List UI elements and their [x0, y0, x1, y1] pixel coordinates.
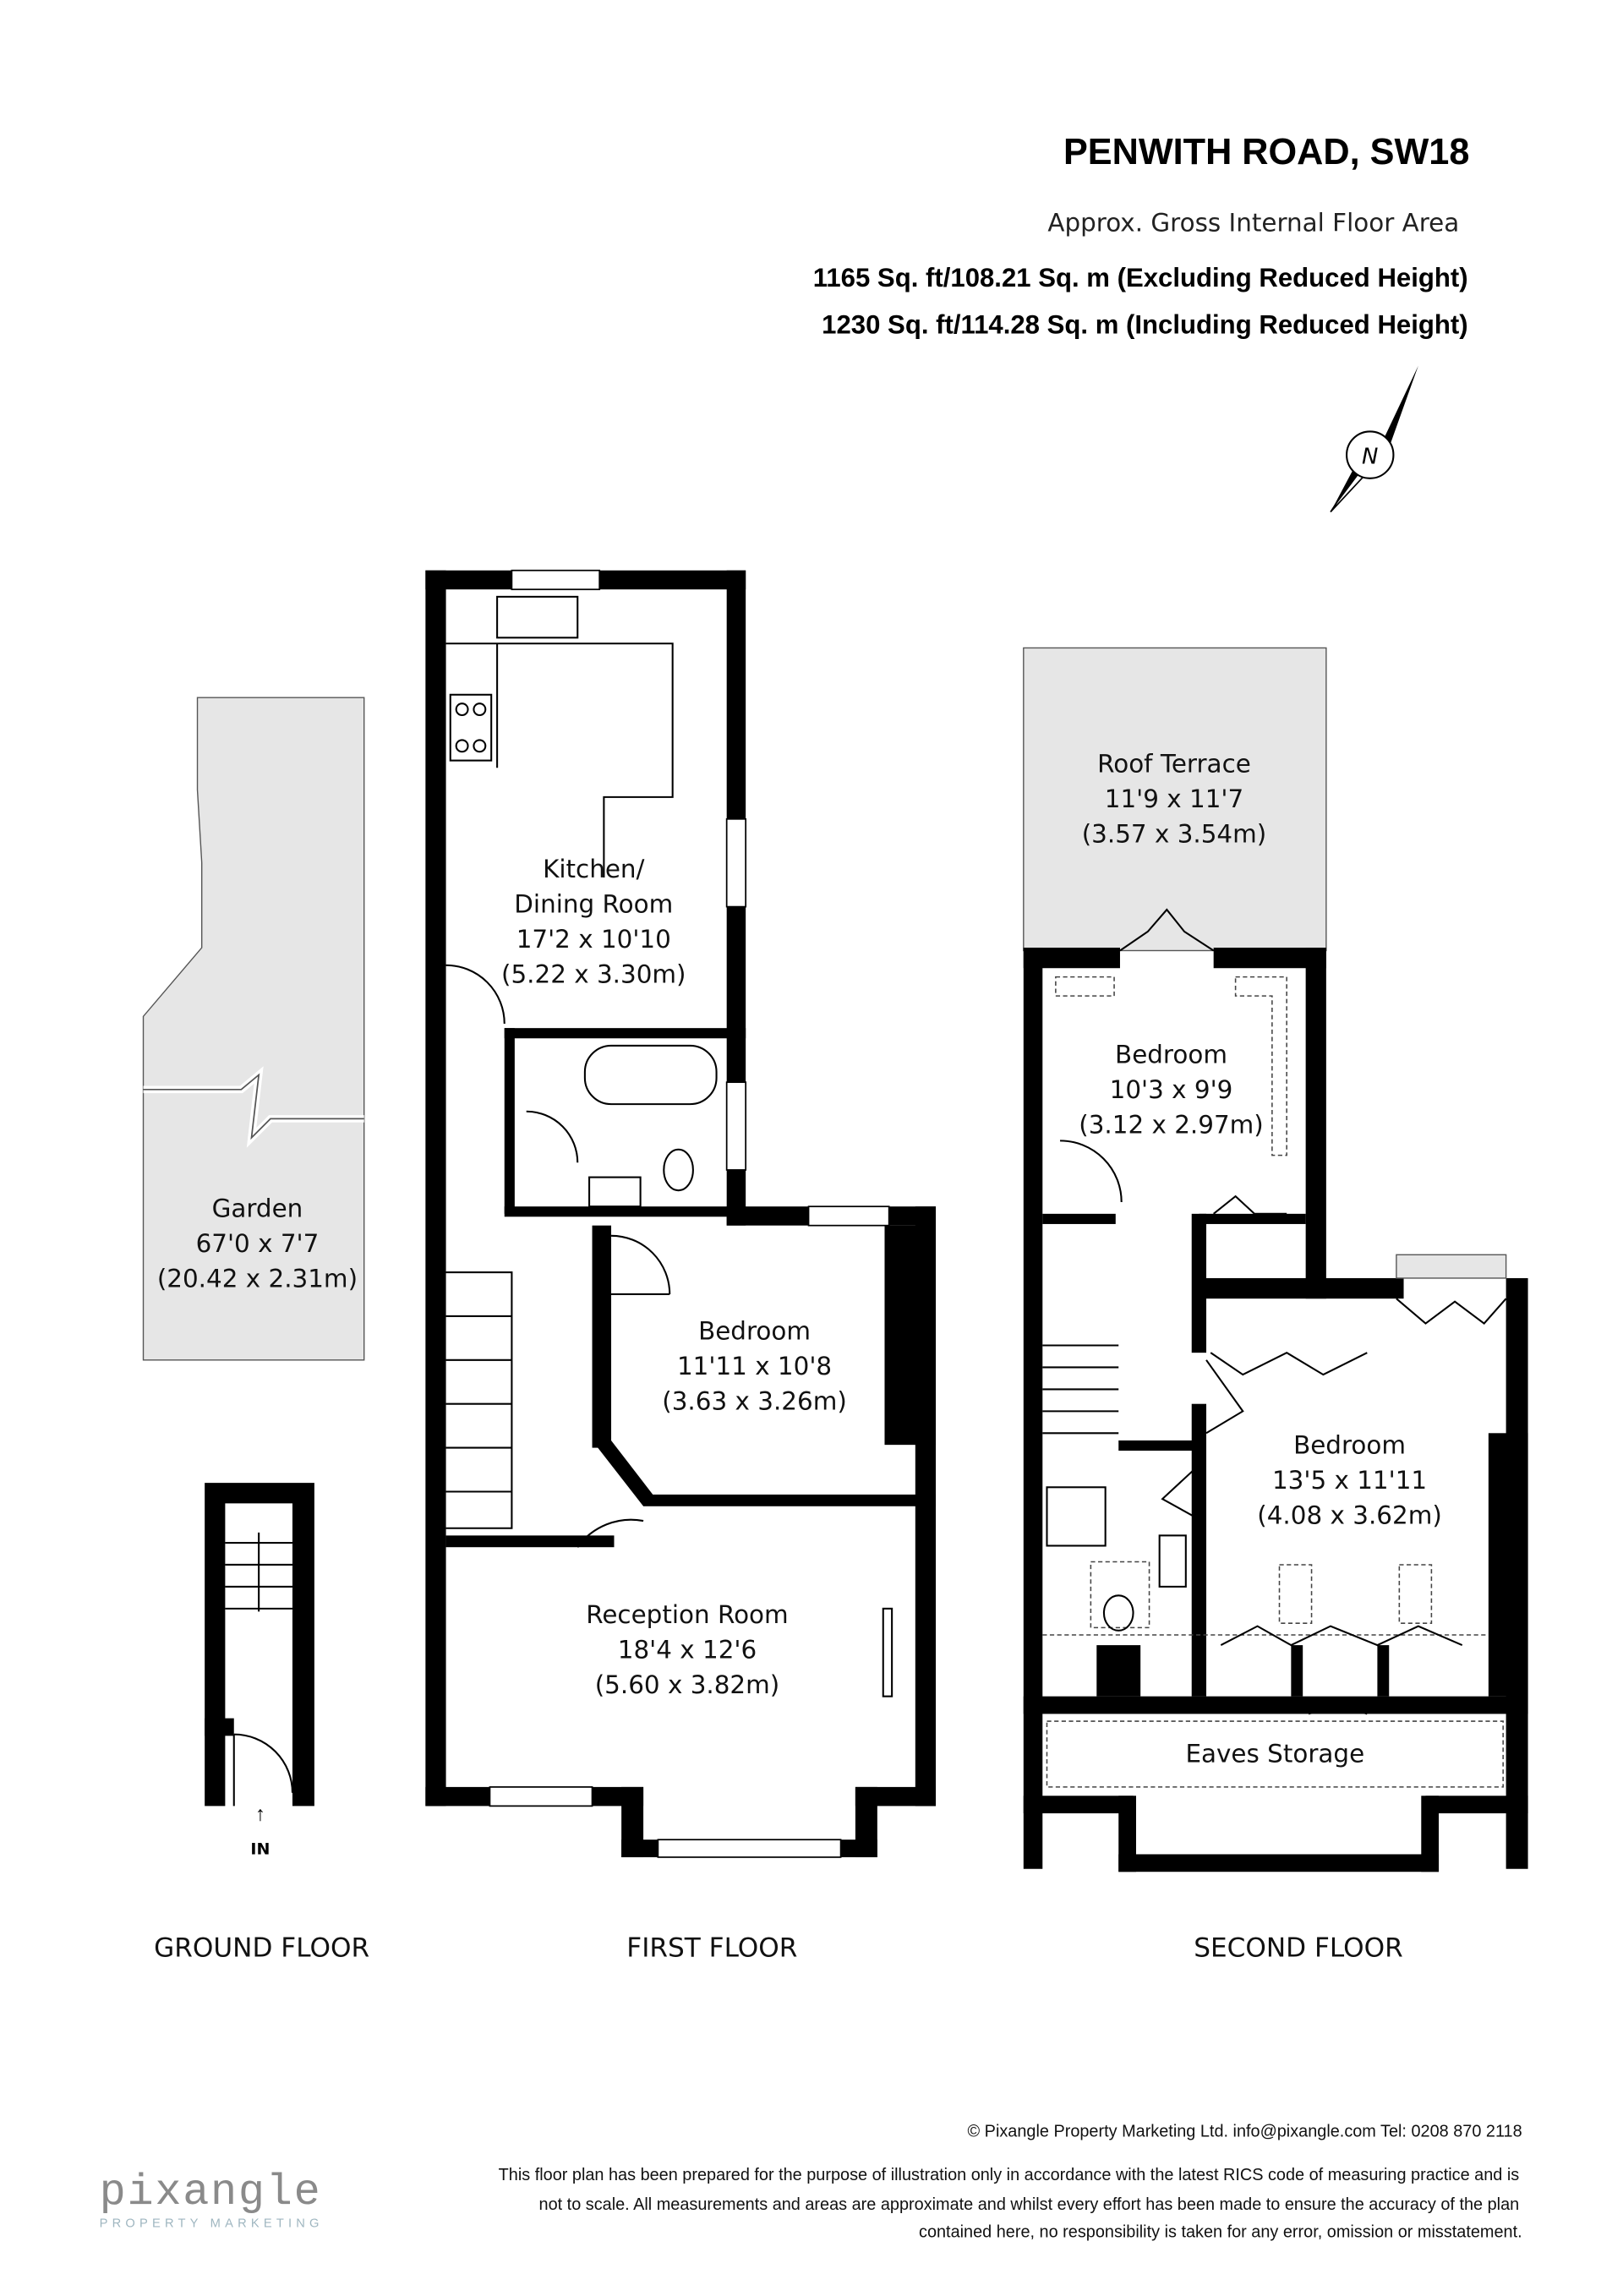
- garden-metric: (20.42 x 2.31m): [157, 1264, 358, 1293]
- kitchen-fittings: [445, 595, 893, 1697]
- roof-terrace-metric: (3.57 x 3.54m): [1082, 819, 1267, 848]
- kitchen-metric: (5.22 x 3.30m): [501, 960, 686, 989]
- second-floor-reduced-height-lines: [1042, 976, 1504, 1788]
- second-bedroom1-metric: (3.12 x 2.97m): [1079, 1111, 1264, 1140]
- roof-terrace-imperial: 11'9 x 11'7: [1105, 784, 1243, 813]
- eaves-storage-label: Eaves Storage: [1185, 1739, 1364, 1768]
- garden-label: Garden: [212, 1194, 303, 1222]
- second-bedroom1-label: Bedroom: [1115, 1041, 1227, 1069]
- roof-terrace-label: Roof Terrace: [1097, 749, 1251, 778]
- first-bedroom-label: Bedroom: [698, 1317, 811, 1346]
- up-arrow-icon: ↑: [255, 1803, 265, 1826]
- pixangle-logo: pixangle PROPERTY MARKETING: [100, 2168, 324, 2231]
- second-floor-label: SECOND FLOOR: [1194, 1933, 1403, 1964]
- roof-terrace-area: [1023, 647, 1327, 952]
- disclaimer-line-1: This floor plan has been prepared for th…: [499, 2166, 1520, 2184]
- second-bedroom1-imperial: 10'3 x 9'9: [1110, 1075, 1233, 1104]
- logo-text: pixangle: [100, 2168, 322, 2217]
- reception-imperial: 18'4 x 12'6: [618, 1636, 757, 1665]
- garden-imperial: 67'0 x 7'7: [196, 1229, 320, 1258]
- kitchen-label-2: Dining Room: [514, 890, 673, 919]
- reception-label: Reception Room: [586, 1600, 788, 1629]
- area-including: 1230 Sq. ft/114.28 Sq. m (Including Redu…: [822, 310, 1467, 340]
- copyright-text: © Pixangle Property Marketing Ltd. info@…: [968, 2122, 1522, 2140]
- kitchen-imperial: 17'2 x 10'10: [516, 925, 671, 954]
- second-floor-walls: [1023, 948, 1528, 1872]
- ground-floor-label: GROUND FLOOR: [154, 1933, 369, 1964]
- first-floor-label: FIRST FLOOR: [626, 1933, 797, 1964]
- kitchen-label: Kitchen/: [543, 855, 644, 883]
- second-bedroom2-metric: (4.08 x 3.62m): [1257, 1501, 1442, 1530]
- area-excluding: 1165 Sq. ft/108.21 Sq. m (Excluding Redu…: [813, 263, 1468, 292]
- property-title: PENWITH ROAD, SW18: [1063, 132, 1469, 172]
- compass-icon: N: [1330, 365, 1418, 513]
- entrance-label: IN: [250, 1840, 270, 1858]
- disclaimer-line-2: not to scale. All measurements and areas…: [539, 2195, 1520, 2214]
- first-bedroom-imperial: 11'11 x 10'8: [677, 1352, 832, 1380]
- reception-metric: (5.60 x 3.82m): [595, 1670, 780, 1699]
- garden-area: [142, 697, 365, 1361]
- logo-subtext: PROPERTY MARKETING: [100, 2217, 324, 2231]
- second-floor-fittings: [1042, 908, 1507, 1715]
- first-bedroom-metric: (3.63 x 3.26m): [662, 1387, 847, 1416]
- second-bedroom2-label: Bedroom: [1293, 1431, 1406, 1460]
- ground-hallway: [205, 1483, 314, 1807]
- compass-north-label: N: [1362, 444, 1378, 469]
- disclaimer-line-3: contained here, no responsibility is tak…: [919, 2223, 1522, 2242]
- second-bedroom2-imperial: 13'5 x 11'11: [1272, 1466, 1427, 1495]
- area-subtitle: Approx. Gross Internal Floor Area: [1047, 208, 1459, 237]
